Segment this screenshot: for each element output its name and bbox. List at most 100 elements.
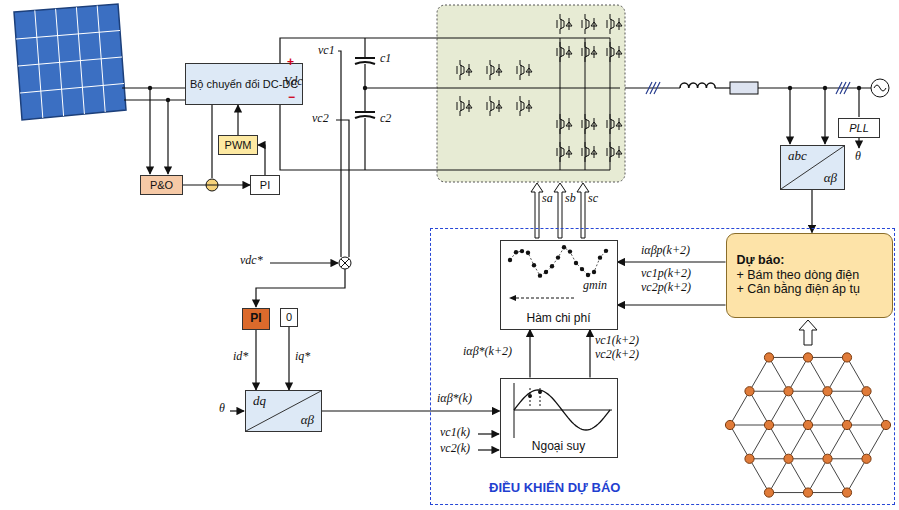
box-label: PI [260,179,270,192]
igbt-switch [457,0,472,80]
box-label: ĐIỀU KHIỂN DỰ BÁO [489,481,620,496]
igbt-switch [607,0,622,34]
igbt-body [487,0,494,80]
igbt-switch [582,0,597,134]
pv-cell-line [16,31,120,40]
igbt-body [582,0,589,34]
switching-vector-dot [842,420,851,429]
junction-dot [823,86,827,90]
vector-grid-line [769,459,789,493]
vector-grid-line [808,391,828,425]
igbt-switch [487,0,502,116]
inverter-switches [437,0,622,170]
vector-grid-line [867,425,887,459]
cost-sample [561,245,565,249]
cost-curve [510,247,606,275]
sample-dot [528,394,532,398]
cost-sample [579,266,583,270]
vector-grid-line [828,425,848,459]
box-heading: Dự báo: [737,253,785,267]
vector-grid-line [847,425,867,459]
vector-grid-line [867,391,887,425]
igbt-body [582,0,589,62]
box-label: + Bám theo dòng điện [737,268,860,282]
signal-label: Vdc [284,75,303,89]
cost-sample [537,273,541,277]
sample-dot [538,390,542,394]
box-label: dq [253,394,266,409]
vector-grid-line [808,425,828,459]
grid-source-wave [874,85,886,91]
npc-inverter [437,5,625,182]
box-label: αβ [824,171,837,186]
cap-wire [364,38,365,58]
signal-label: vc1 [318,44,335,58]
box-label: PI [250,312,261,326]
hollow-arrow [554,183,566,238]
box-label: + Cân bằng điện áp tụ [737,282,860,296]
sense-wire [858,88,859,117]
divider-line [781,146,844,189]
vector-grid-line [808,357,828,391]
igbt-switch [557,0,572,34]
vector-grid-line [828,391,867,392]
igbt-body [607,0,614,62]
igbt-switch [582,0,597,162]
switching-vector-dot [842,353,851,362]
switching-vector-dot [803,488,812,497]
ac-line [758,87,871,88]
reference-arrow [270,262,338,263]
vector-grid-line [789,391,809,425]
process-box: abcαβ [780,145,845,190]
plot-axes [514,383,612,438]
switching-vector-dot [764,353,773,362]
box-label: Ngoại suy [532,440,585,454]
connector [183,184,250,185]
signal-label: vc1(k+2) vc2(k+2) [594,334,652,362]
signal-label: θ [219,402,225,416]
free-wheel-diode [496,64,502,76]
free-wheel-diode [526,100,532,112]
igbt-body [582,0,589,162]
sum-cross [341,259,349,267]
sine-wave [514,390,610,430]
igbt-body [557,0,564,34]
vector-grid-line [847,459,867,493]
box-label: P&O [150,179,173,192]
free-wheel-diode [616,46,622,58]
free-wheel-diode [566,118,572,130]
function-block: Ngoại suy [500,378,618,458]
vector-grid-line [750,357,770,391]
connector [811,190,812,233]
measure-wire [211,100,212,178]
connector [258,145,265,175]
switching-vector-dot [862,454,871,463]
igbt-body [582,0,589,134]
signal-label: vc1p(k+2) vc2p(k+2) [640,267,702,295]
hollow-arrow [577,183,589,238]
vector-grid-line [808,492,847,493]
igbt-body [607,0,614,162]
input-arrow [478,433,499,434]
free-wheel-diode [526,64,532,76]
connector [529,330,530,378]
connector [288,327,289,390]
inverter-bus [437,38,610,170]
vector-grid-line [750,458,789,459]
vector-grid-line [730,425,750,459]
input-arrow [478,449,499,450]
vector-grid-line [789,458,828,459]
voltage-vector-diagram [725,353,890,497]
measure-wire [149,88,150,174]
igbt-body [607,0,614,34]
junction-dot [166,98,170,102]
igbt-switch [557,0,572,62]
dc-bus [268,98,437,170]
gmin-arrow [509,295,516,301]
signal-label: vc2 [312,112,329,126]
igbt-body [517,0,524,116]
free-wheel-diode [566,18,572,30]
switching-vector-dot [764,420,773,429]
junction-dot [857,86,861,90]
vector-grid-line [808,357,847,358]
